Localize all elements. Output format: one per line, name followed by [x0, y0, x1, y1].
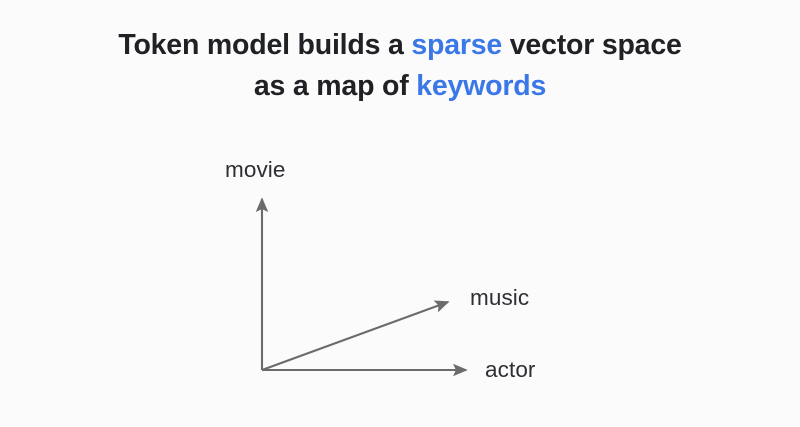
- page-title: Token model builds a sparse vector space…: [0, 25, 800, 107]
- axis-label-actor: actor: [485, 357, 536, 382]
- title-line-1: Token model builds a sparse vector space: [0, 25, 800, 66]
- axis-label-music: music: [470, 285, 530, 310]
- title-line-1-text-after: vector space: [502, 29, 682, 61]
- title-accent-keywords: keywords: [416, 70, 547, 102]
- title-line-2-text-before: as a map of: [253, 70, 417, 102]
- title-line-2: as a map of keywords: [0, 66, 800, 107]
- axis-label-movie: movie: [225, 157, 286, 182]
- axis-arrow-music: [261, 300, 450, 371]
- title-accent-sparse: sparse: [411, 29, 503, 61]
- title-line-1-text-before: Token model builds a: [118, 29, 412, 61]
